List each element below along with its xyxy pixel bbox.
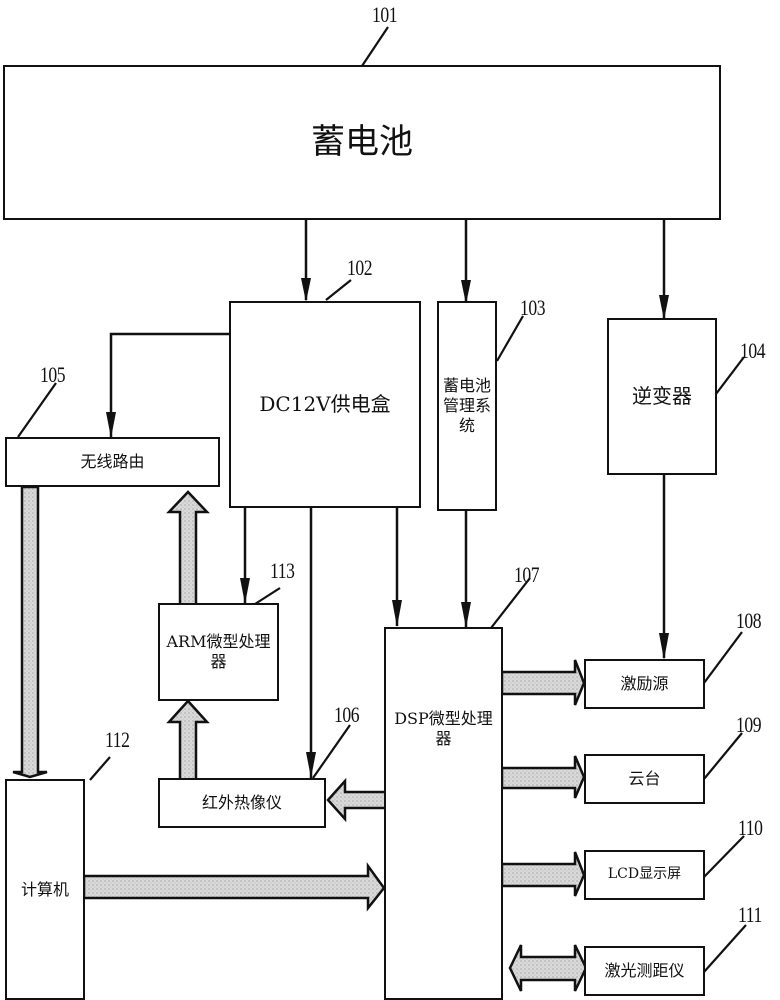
data-arrow-113-105	[166, 490, 210, 608]
power-box-label: DC12V供电盒	[259, 392, 391, 416]
bms-label: 蓄电池管理系统	[443, 376, 492, 435]
leader-103	[496, 315, 524, 362]
ref-104: 104	[740, 338, 766, 363]
arrowhead-105	[106, 412, 116, 438]
exciter-label: 激励源	[620, 674, 669, 693]
leader-108	[703, 631, 743, 684]
ref-105: 105	[40, 362, 66, 387]
lcd-block: LCD显示屏	[584, 850, 705, 900]
ref-102: 102	[347, 255, 373, 280]
computer-label: 计算机	[20, 879, 69, 899]
arm-label: ARM微型处理器	[166, 632, 271, 671]
arrowhead-106	[306, 752, 316, 778]
ptz-block: 云台	[584, 754, 705, 804]
wire-102-105	[109, 332, 231, 438]
data-arrow-107-110	[500, 851, 586, 897]
leader-111	[703, 924, 747, 973]
arrowhead-102	[301, 278, 311, 302]
ref-103: 103	[520, 295, 546, 320]
router-label: 无线路由	[80, 452, 145, 471]
inverter-block: 逆变器	[607, 318, 717, 475]
rangefinder-block: 激光测距仪	[584, 946, 705, 996]
bms-block: 蓄电池管理系统	[437, 301, 497, 511]
leader-102	[325, 279, 352, 301]
ref-113: 113	[270, 558, 295, 583]
data-arrow-107-111	[508, 944, 588, 992]
ref-101: 101	[372, 2, 398, 27]
ref-106: 106	[334, 702, 360, 727]
thermal-camera-block: 红外热像仪	[158, 778, 326, 828]
arrowhead-107b	[461, 602, 471, 628]
battery-block: 蓄电池	[3, 65, 721, 220]
arrowhead-108	[659, 633, 669, 660]
leader-112	[89, 756, 111, 781]
leader-105	[17, 382, 57, 438]
data-arrow-107-109	[500, 755, 586, 799]
ref-107: 107	[514, 562, 540, 587]
ref-111: 111	[738, 902, 762, 927]
ref-109: 109	[736, 712, 762, 737]
leader-106	[312, 724, 351, 779]
data-arrow-107-106	[326, 777, 388, 823]
lcd-label: LCD显示屏	[607, 866, 682, 883]
data-arrow-112-107	[82, 862, 386, 912]
leader-110	[703, 835, 745, 878]
dsp-block: DSP微型处理器	[384, 627, 503, 1000]
data-arrow-107-108	[500, 659, 586, 706]
rangefinder-label: 激光测距仪	[604, 961, 685, 980]
computer-block: 计算机	[5, 779, 85, 1000]
router-block: 无线路由	[5, 437, 220, 487]
ptz-label: 云台	[628, 769, 661, 788]
inverter-label: 逆变器	[632, 384, 692, 408]
leader-104	[715, 356, 745, 395]
thermal-camera-label: 红外热像仪	[201, 793, 282, 812]
leader-107	[490, 577, 531, 629]
arrowhead-107a	[392, 600, 402, 627]
power-box-block: DC12V供电盒	[229, 301, 421, 508]
dsp-label: DSP微型处理器	[394, 708, 493, 748]
data-arrow-106-113	[166, 699, 210, 782]
data-arrow-105-112	[12, 485, 48, 779]
leader-101	[361, 26, 389, 67]
exciter-block: 激励源	[584, 659, 705, 709]
arrowhead-104	[659, 295, 669, 320]
ref-108: 108	[736, 608, 762, 633]
arm-block: ARM微型处理器	[158, 603, 279, 701]
leader-113	[254, 587, 281, 605]
arrowhead-113	[240, 578, 250, 604]
arrowhead-103	[461, 280, 471, 304]
battery-label: 蓄电池	[311, 122, 413, 163]
ref-112: 112	[105, 727, 130, 752]
ref-110: 110	[738, 815, 763, 840]
leader-109	[703, 732, 743, 780]
